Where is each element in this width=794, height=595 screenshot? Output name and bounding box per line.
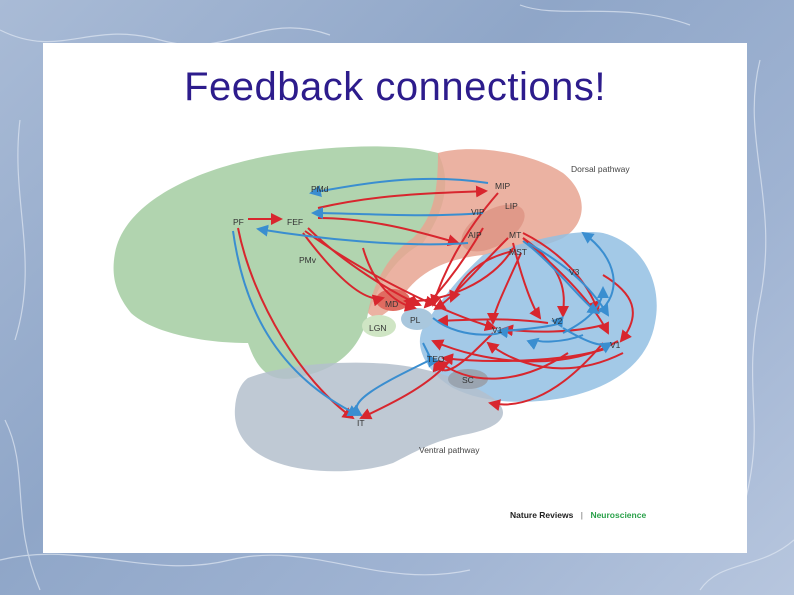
area-label-lip: LIP	[505, 201, 518, 211]
feedback-arrow	[433, 237, 509, 311]
feedforward-arrow	[522, 240, 600, 315]
area-label-md: MD	[385, 299, 398, 309]
lgn-nucleus	[362, 315, 396, 337]
feedback-arrow	[522, 237, 609, 335]
area-label-v3: V3	[569, 267, 580, 277]
feedback-arrow	[522, 232, 601, 313]
feedback-arrow	[423, 227, 484, 309]
sc-nucleus	[448, 369, 488, 389]
ventral-pathway-label: Ventral pathway	[419, 445, 480, 455]
feedback-arrow	[449, 250, 514, 303]
feedback-arrow	[362, 247, 417, 312]
feedforward-arrow	[311, 207, 484, 220]
feedback-arrow	[441, 347, 609, 366]
area-label-sc: SC	[462, 375, 474, 385]
credit-separator: |	[581, 510, 583, 520]
area-label-it: IT	[357, 418, 365, 428]
feedforward-arrow	[256, 224, 469, 246]
feedforward-arrow	[309, 177, 489, 198]
feedforward-arrow	[562, 327, 613, 354]
feedback-arrow	[317, 217, 460, 247]
dorsal-pathway-label: Dorsal pathway	[571, 164, 630, 174]
feedforward-arrow	[432, 317, 509, 339]
area-label-fef: FEF	[287, 217, 303, 227]
area-label-teo: TEO	[427, 354, 445, 364]
area-label-pmd: PMd	[311, 184, 329, 194]
area-label-v2: V2	[552, 316, 563, 326]
feedforward-arrow	[526, 334, 584, 350]
area-label-v1: V1	[610, 340, 621, 350]
area-label-pmv: PMv	[299, 255, 317, 265]
feedback-arrow	[488, 342, 604, 411]
brain-pathway-diagram: Dorsal pathway Ventral pathway PMd PF FE…	[113, 146, 657, 522]
area-label-mip: MIP	[495, 181, 510, 191]
slide: Feedback connections!	[43, 43, 747, 553]
area-label-vip: VIP	[471, 207, 485, 217]
feedforward-arrow	[527, 242, 610, 317]
area-label-pf: PF	[233, 217, 244, 227]
feedback-arrow	[486, 341, 624, 370]
feedback-arrow	[304, 230, 497, 331]
feedforward-arrow	[232, 230, 360, 416]
frontal-region	[113, 146, 446, 379]
feedback-arrow	[403, 247, 514, 308]
feedforward-arrow	[502, 316, 564, 332]
feedback-arrow	[317, 185, 488, 209]
feedback-arrow	[436, 314, 549, 327]
pl-nucleus	[401, 308, 433, 330]
feedback-arrow	[512, 242, 542, 320]
credit-journal: Nature Reviews	[510, 510, 574, 520]
feedback-arrow	[302, 232, 385, 307]
area-label-mt: MT	[509, 230, 521, 240]
figure-credit: Nature Reviews | Neuroscience	[510, 505, 646, 522]
feedback-arrow	[602, 274, 634, 343]
slide-title: Feedback connections!	[184, 65, 606, 109]
area-label-v1-near: V1	[492, 325, 503, 335]
feedback-arrow	[436, 352, 569, 380]
feedforward-arrow	[422, 342, 439, 368]
area-label-aip: AIP	[468, 230, 482, 240]
area-label-pl: PL	[410, 315, 421, 325]
area-label-lgn: LGN	[369, 323, 386, 333]
credit-section: Neuroscience	[590, 510, 646, 520]
area-label-mst: MST	[509, 247, 527, 257]
feedback-arrow	[359, 367, 444, 420]
